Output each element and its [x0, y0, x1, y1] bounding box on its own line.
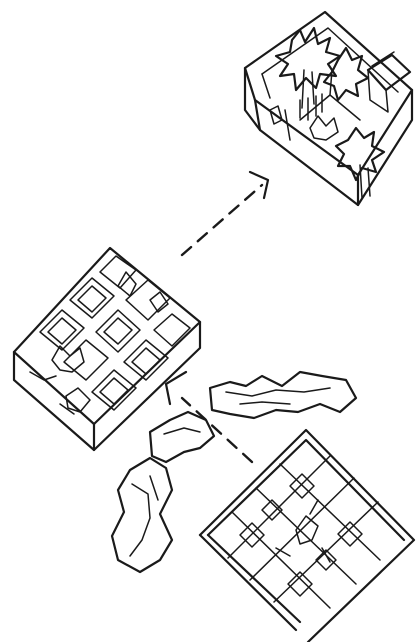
landform-icon	[210, 372, 356, 418]
courtyard-house-module	[245, 12, 412, 205]
terrain-pieces	[112, 372, 356, 572]
landform-icon	[150, 412, 214, 462]
grid-plan-square	[200, 430, 414, 642]
arrow-cluster-to-module	[182, 172, 268, 255]
landform-icon	[112, 458, 172, 572]
